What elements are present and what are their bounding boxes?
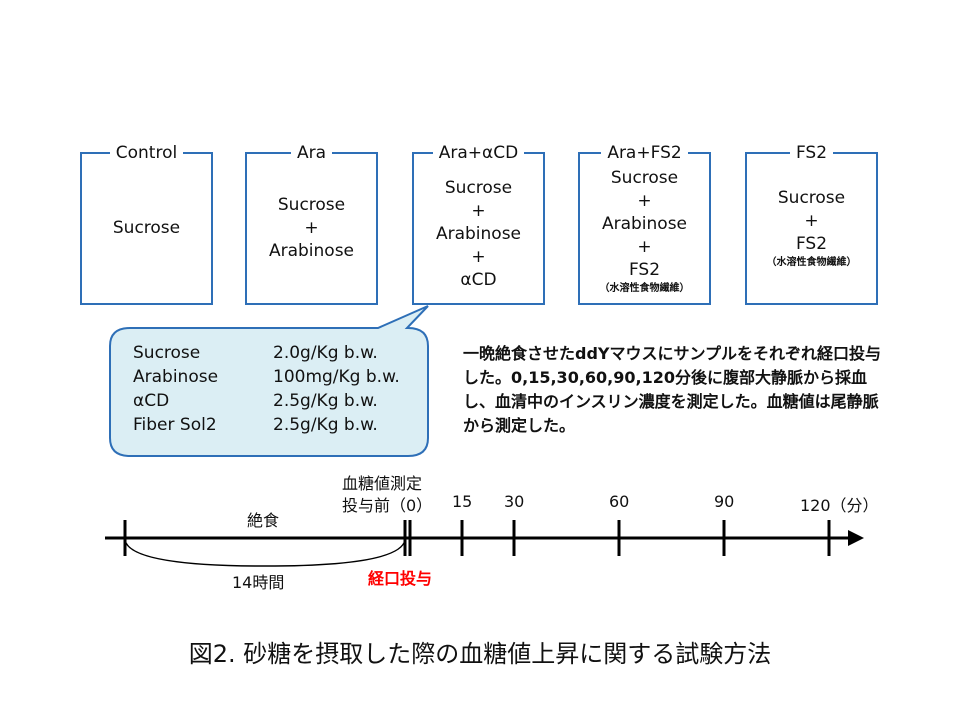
dose-name: Fiber Sol2	[133, 415, 217, 435]
group-line: Arabinose	[601, 214, 688, 234]
group-note: （水溶性食物繊維）	[766, 257, 857, 268]
callout-shape	[109, 305, 429, 457]
dose-table: Sucrose 2.0g/Kg b.w. Arabinose 100mg/Kg …	[133, 341, 400, 437]
group-label: Ara+αCD	[432, 143, 525, 163]
fasting-label: 絶食	[247, 511, 280, 530]
group-line: Arabinose	[268, 241, 355, 261]
fasting-brace	[124, 539, 406, 567]
group-line: +	[471, 247, 486, 267]
group-line: Sucrose	[610, 168, 679, 188]
group-label: FS2	[789, 143, 834, 163]
dose-row: αCD 2.5g/Kg b.w.	[133, 389, 400, 413]
dose-amount: 2.5g/Kg b.w.	[273, 415, 378, 435]
group-box-ara-acd: Ara+αCD Sucrose + Arabinose + αCD	[412, 143, 545, 305]
tick-label-30: 30	[504, 492, 525, 511]
tick-label-60: 60	[609, 492, 630, 511]
tick-label-15: 15	[452, 492, 473, 511]
dose-name: αCD	[133, 391, 170, 411]
dose-amount: 100mg/Kg b.w.	[273, 367, 400, 387]
oral-dose-label: 経口投与	[368, 569, 433, 588]
group-line: Sucrose	[277, 195, 346, 215]
group-line: +	[804, 211, 819, 231]
dose-row: Fiber Sol2 2.5g/Kg b.w.	[133, 413, 400, 437]
tick-label-120: 120（分）	[800, 496, 879, 515]
fasting-duration: 14時間	[232, 573, 285, 592]
timeline-arrowhead	[848, 530, 864, 546]
dose-name: Sucrose	[133, 343, 201, 363]
dose-row: Sucrose 2.0g/Kg b.w.	[133, 341, 400, 365]
group-line: αCD	[460, 270, 497, 290]
group-line: Sucrose	[112, 218, 181, 238]
dose-amount: 2.5g/Kg b.w.	[273, 391, 378, 411]
group-label: Ara+FS2	[601, 143, 688, 163]
figure-caption: 図2. 砂糖を摂取した際の血糖値上昇に関する試験方法	[188, 640, 772, 668]
group-box-fs2: FS2 Sucrose + FS2 （水溶性食物繊維）	[745, 143, 878, 305]
tick-label-90: 90	[714, 492, 735, 511]
group-label: Control	[109, 143, 184, 163]
dose-row: Arabinose 100mg/Kg b.w.	[133, 365, 400, 389]
group-line: +	[471, 201, 486, 221]
group-line: Arabinose	[435, 224, 522, 244]
group-line: FS2	[795, 234, 828, 254]
measure-label-2: 投与前（0）	[342, 496, 433, 515]
dose-name: Arabinose	[133, 367, 219, 387]
group-label: Ara	[290, 143, 333, 163]
group-line: Sucrose	[444, 178, 513, 198]
group-box-control: Control Sucrose	[80, 143, 213, 305]
method-description: 一晩絶食させたddYマウスにサンプルをそれぞれ経口投与した。0,15,30,60…	[463, 344, 882, 435]
group-note: （水溶性食物繊維）	[599, 283, 690, 294]
measure-label-1: 血糖値測定	[342, 474, 423, 493]
group-line: +	[304, 218, 319, 238]
group-line: Sucrose	[777, 188, 846, 208]
group-line: +	[637, 191, 652, 211]
group-line: +	[637, 237, 652, 257]
dose-amount: 2.0g/Kg b.w.	[273, 343, 378, 363]
group-box-ara-fs2: Ara+FS2 Sucrose + Arabinose + FS2 （水溶性食物…	[578, 143, 711, 305]
group-line: FS2	[628, 260, 661, 280]
group-box-ara: Ara Sucrose + Arabinose	[245, 143, 378, 305]
